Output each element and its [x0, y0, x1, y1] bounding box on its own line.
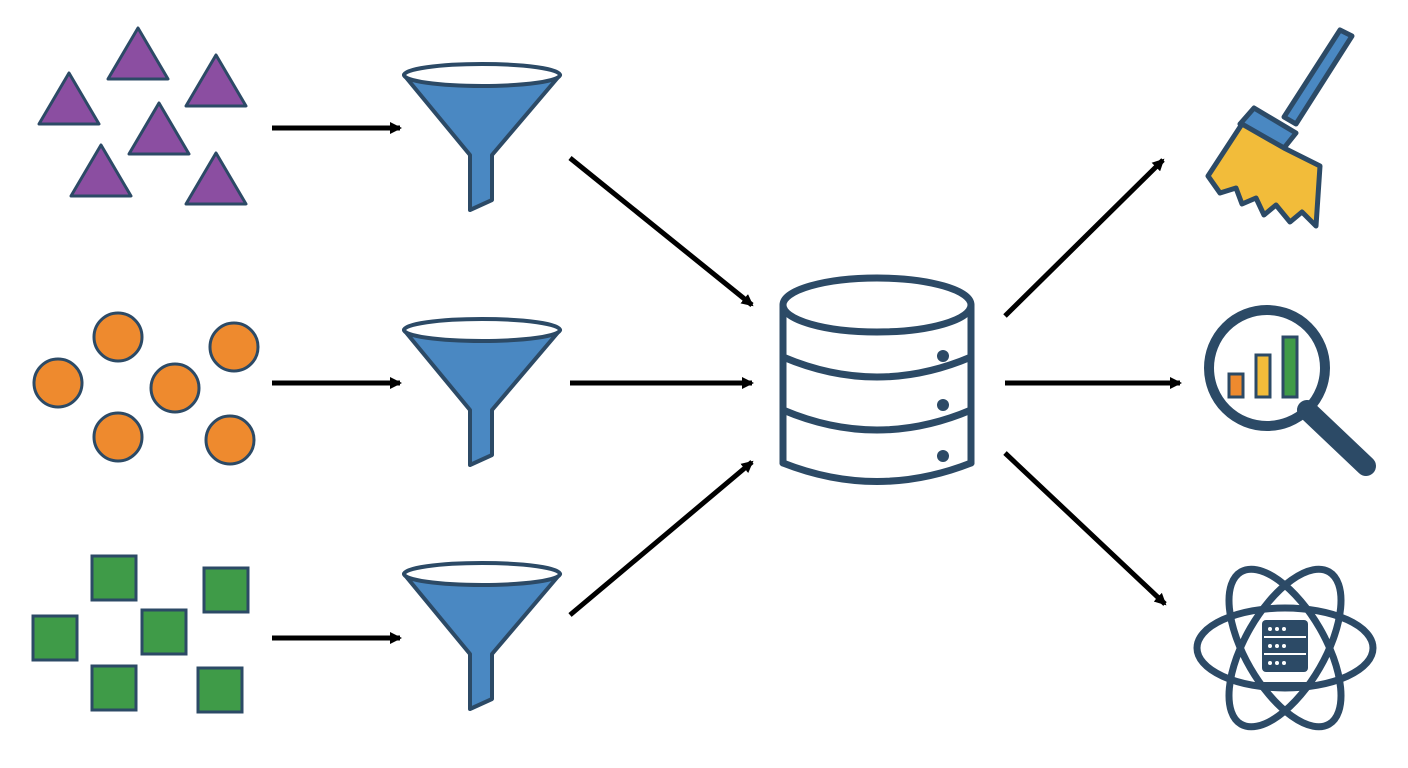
source-to-filter-arrows	[272, 122, 402, 644]
circle-source-group	[32, 311, 260, 466]
square-shape	[90, 664, 138, 712]
atom-server-icon	[1193, 565, 1377, 731]
square-shape	[90, 554, 138, 602]
database-icon	[779, 274, 975, 485]
filter-to-database-arrows	[568, 156, 754, 617]
circle-shape	[204, 414, 256, 466]
square-shape	[202, 566, 250, 614]
arrow-funnel1-to-database	[568, 156, 754, 307]
triangle-shape	[127, 101, 191, 156]
triangle-shape	[37, 71, 101, 126]
triangle-shape	[184, 151, 248, 206]
circle-shape	[92, 311, 144, 363]
square-source-group	[31, 554, 250, 714]
magnifier-chart-icon	[1204, 305, 1376, 476]
funnel-icon	[402, 62, 562, 212]
arrow-database-to-broom	[1003, 158, 1165, 318]
circle-shape	[32, 357, 84, 409]
square-shape	[140, 608, 188, 656]
triangle-shape	[69, 143, 133, 198]
funnel-icon	[402, 561, 562, 711]
square-shape	[31, 614, 79, 662]
broom-icon	[1205, 27, 1355, 229]
circle-shape	[92, 411, 144, 463]
filter-funnels	[402, 62, 562, 711]
arrow-funnel3-to-database	[568, 460, 754, 617]
database-to-output-arrows	[1003, 158, 1182, 606]
triangle-shape	[184, 53, 248, 108]
square-shape	[196, 666, 244, 714]
triangle-source-group	[37, 26, 248, 206]
circle-shape	[149, 362, 201, 414]
funnel-icon	[402, 317, 562, 467]
circle-shape	[208, 321, 260, 373]
triangle-shape	[106, 26, 170, 81]
arrow-database-to-atom	[1003, 451, 1167, 606]
